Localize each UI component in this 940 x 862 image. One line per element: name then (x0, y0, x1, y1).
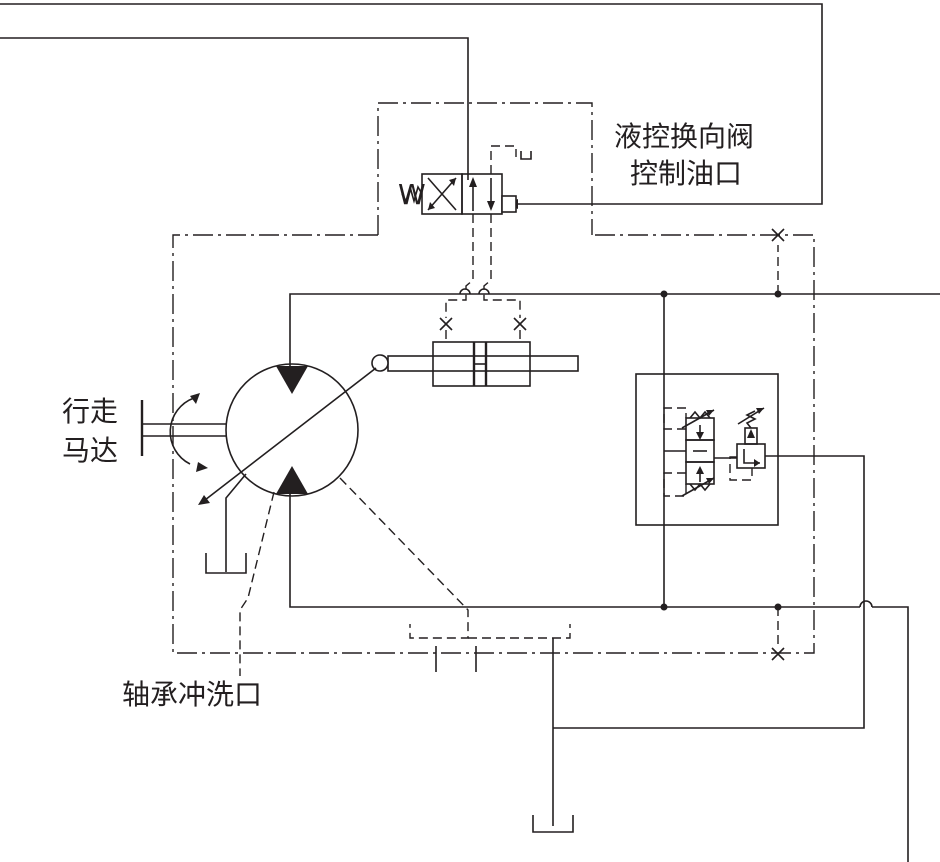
valve-enclosure (377, 102, 593, 235)
valve-drain-line (490, 145, 517, 174)
relief-valve (736, 407, 766, 469)
valve-spring (401, 184, 423, 204)
valve-port-label-line1: 液控换向阀 (614, 120, 754, 153)
spring-letter: W (398, 178, 426, 211)
motor-circle (225, 363, 359, 497)
flushing-valve-block (635, 373, 779, 526)
pressure-line-bottom (289, 494, 860, 608)
valve-port-label-line2: 控制油口 (630, 157, 742, 190)
motor-drain-tank (205, 553, 247, 574)
valve-to-cylinder-right (483, 214, 521, 318)
bearing-flush-label: 轴承冲洗口 (122, 678, 262, 711)
line-hop-3 (859, 600, 873, 608)
orifice-top-right (771, 228, 785, 242)
orifice-bottom-right (771, 647, 785, 661)
orifice-left (439, 317, 453, 331)
rotation-arc (169, 397, 195, 465)
valve-cell-parallel (461, 173, 503, 215)
case-drain-dashed (339, 477, 469, 639)
control-line-right (0, 3, 823, 205)
motor-label-line2: 马达 (62, 434, 118, 467)
control-line-left (0, 37, 469, 180)
orifice-right (513, 317, 527, 331)
line-hop-1 (459, 288, 471, 295)
pilot-directional-valve (401, 173, 517, 215)
rod-pivot (371, 354, 389, 372)
motor-drain-line (225, 473, 247, 572)
valve-to-cylinder-left (445, 214, 474, 318)
motor-label-line1: 行走 (62, 395, 118, 428)
pressure-line-top (289, 293, 940, 370)
line-hop-2 (478, 288, 490, 295)
bearing-flush-dashed (239, 491, 275, 676)
valve-drain-tank (520, 151, 532, 160)
motor-triangle-top (276, 366, 308, 394)
motor-enclosure (172, 234, 815, 654)
motor-triangle-bottom (276, 466, 308, 494)
cylinder-body (432, 341, 531, 387)
relief-outlet-line (553, 455, 865, 729)
flushing-shuttle-valve (681, 409, 715, 497)
servo-cylinder (371, 341, 579, 387)
return-line-right (872, 606, 909, 862)
travel-motor (140, 363, 377, 505)
case-drain-tank (532, 815, 574, 833)
